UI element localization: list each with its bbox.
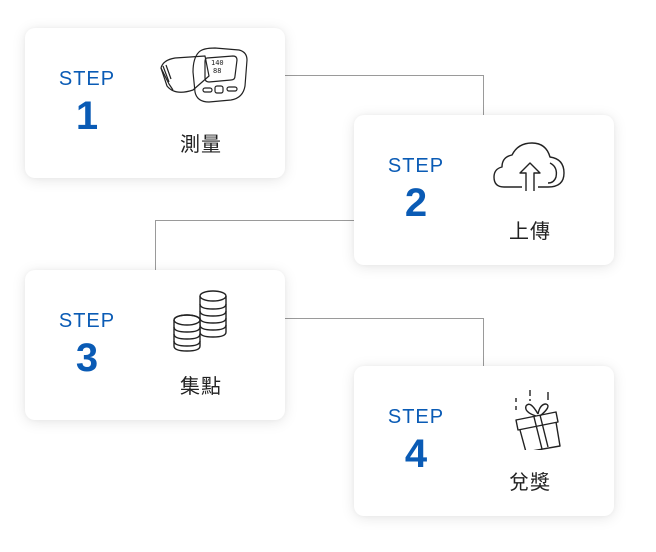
step-label: STEP <box>58 68 116 90</box>
cloud-upload-icon <box>482 133 578 199</box>
step-card-3: STEP 3 集點 <box>25 270 285 420</box>
step-caption: 集點 <box>180 374 222 398</box>
monitor-readout-2: 88 <box>213 67 221 75</box>
step-number: 1 <box>75 94 99 138</box>
step-caption: 兌獎 <box>509 470 551 494</box>
monitor-readout-1: 140 <box>211 59 224 67</box>
step-caption: 測量 <box>180 132 222 156</box>
connector-step3-step4 <box>285 318 484 367</box>
connector-step2-step3 <box>155 220 356 271</box>
step-label: STEP <box>387 155 445 177</box>
step-card-2: STEP 2 上傳 <box>354 115 614 265</box>
step-caption: 上傳 <box>509 219 551 243</box>
coin-stacks-icon <box>153 288 249 354</box>
gift-box-icon <box>482 384 578 450</box>
step-number: 2 <box>404 181 428 225</box>
step-heading: STEP 2 <box>384 155 448 225</box>
step-heading: STEP 4 <box>384 406 448 476</box>
step-label: STEP <box>387 406 445 428</box>
step-card-4: STEP 4 兌獎 <box>354 366 614 516</box>
step-number: 3 <box>75 336 99 380</box>
step-label: STEP <box>58 310 116 332</box>
step-card-1: STEP 1 140 88 測量 <box>25 28 285 178</box>
step-heading: STEP 1 <box>55 68 119 138</box>
step-heading: STEP 3 <box>55 310 119 380</box>
step-number: 4 <box>404 432 428 476</box>
connector-step1-step2 <box>285 75 484 116</box>
blood-pressure-monitor-icon: 140 88 <box>153 46 249 112</box>
